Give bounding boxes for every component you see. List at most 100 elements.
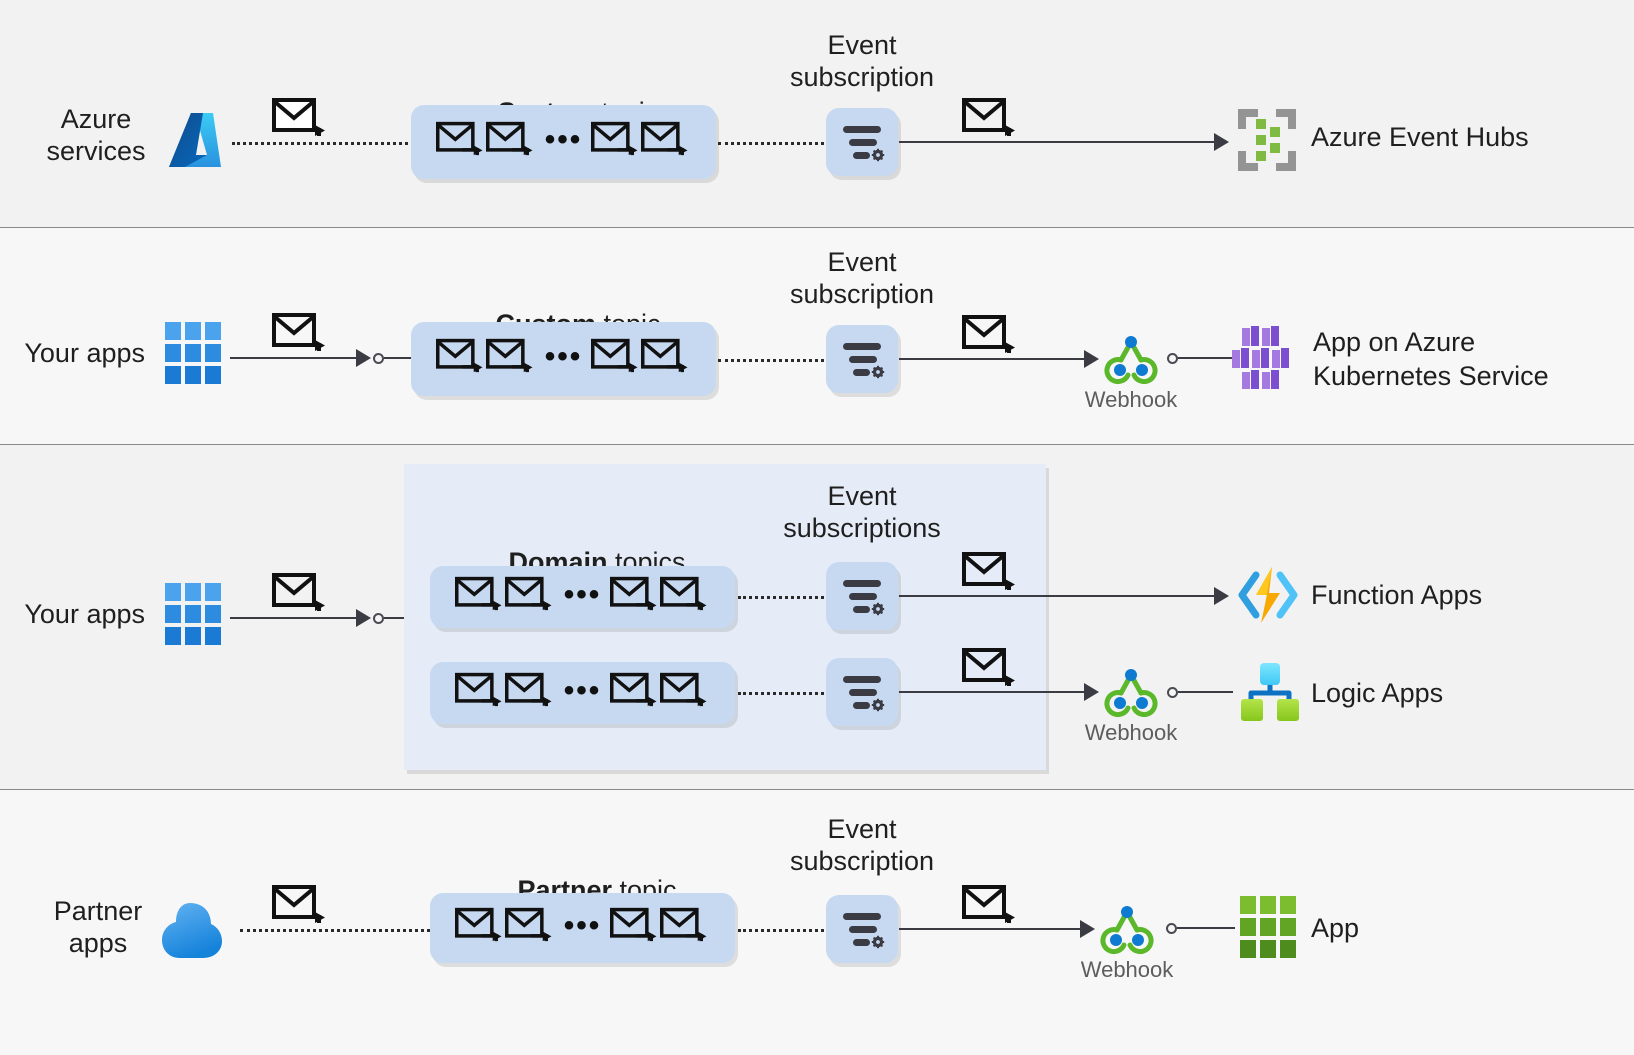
destination-label-event-hubs: Azure Event Hubs: [1311, 122, 1529, 152]
connector-azure-to-system-topic: [232, 142, 414, 145]
event-subscription-tile[interactable]: [826, 658, 898, 726]
connector-subscription-to-webhook-1: [899, 358, 1089, 360]
ellipsis: •••: [544, 340, 583, 373]
connector-webhook-to-aks: [1178, 357, 1233, 359]
envelope-arrow-icon: [485, 119, 536, 165]
connector-webhook-to-logic-apps: [1178, 691, 1233, 693]
envelope-arrow-icon: [962, 552, 1019, 594]
divider-2: [0, 444, 1634, 445]
azure-logo-icon: [163, 105, 225, 171]
band-partner: [0, 790, 1634, 1055]
envelope-arrow-icon: [454, 574, 505, 620]
ellipsis: •••: [544, 123, 583, 156]
endpoint-circle: [373, 613, 384, 624]
endpoint-circle: [1167, 687, 1178, 698]
connector-domain-topic-1-to-subscription: [738, 596, 824, 599]
endpoint-circle: [1166, 923, 1177, 934]
divider-1: [0, 227, 1634, 228]
domain-topic-pill-1[interactable]: •••: [430, 566, 735, 628]
arrow-head: [1214, 587, 1229, 605]
function-apps-icon: [1234, 565, 1300, 625]
app-grid-green-icon: [1240, 896, 1298, 960]
envelope-arrow-icon: [272, 98, 329, 140]
envelope-arrow-icon: [485, 336, 536, 382]
envelope-arrow-icon: [962, 885, 1019, 927]
envelope-arrow-icon: [641, 119, 691, 165]
system-topic-pill[interactable]: •••: [411, 105, 716, 179]
source-label-azure-services: Azure services: [46, 104, 146, 166]
endpoint-circle: [373, 353, 384, 364]
envelope-arrow-icon: [610, 905, 660, 951]
your-apps-grid-icon: [165, 322, 223, 386]
envelope-arrow-icon: [435, 119, 486, 165]
envelope-arrow-icon: [660, 670, 710, 716]
connector-subscription-to-function-apps: [899, 595, 1219, 597]
connector-system-topic-to-subscription: [718, 142, 824, 145]
connector-your-apps-to-domain: [230, 617, 360, 619]
envelope-arrow-icon: [660, 905, 710, 951]
custom-topic-pill[interactable]: •••: [411, 322, 716, 396]
connector-endpoint-to-custom-topic: [384, 357, 412, 359]
envelope-arrow-icon: [962, 315, 1019, 357]
envelope-arrow-icon: [272, 573, 329, 615]
cloud-icon: [160, 897, 234, 961]
filter-gear-icon: [843, 580, 885, 616]
envelope-arrow-icon: [610, 574, 660, 620]
event-subscription-tile[interactable]: [826, 562, 898, 630]
your-apps-grid-icon: [165, 583, 223, 647]
envelope-arrow-icon: [641, 336, 691, 382]
ellipsis: •••: [563, 909, 602, 942]
envelope-arrow-icon: [591, 119, 641, 165]
domain-topic-pill-2[interactable]: •••: [430, 662, 735, 724]
azure-event-hubs-icon: [1236, 107, 1298, 173]
envelope-arrow-icon: [504, 905, 555, 951]
envelope-arrow-icon: [591, 336, 641, 382]
connector-domain-topic-2-to-subscription: [738, 692, 824, 695]
connector-webhook-to-app: [1177, 927, 1235, 929]
source-label-partner-apps: Partner apps: [53, 896, 143, 958]
arrow-head: [356, 349, 371, 367]
webhook-label-1: Webhook: [1084, 387, 1178, 412]
endpoint-circle: [1167, 353, 1178, 364]
source-label-your-apps-2: Your apps: [24, 599, 145, 629]
arrow-head: [1080, 920, 1095, 938]
event-subscription-tile[interactable]: [826, 895, 898, 963]
envelope-arrow-icon: [962, 98, 1019, 140]
connector-partner-topic-to-subscription: [738, 929, 824, 932]
destination-label-function-apps: Function Apps: [1311, 580, 1483, 610]
envelope-arrow-icon: [504, 574, 555, 620]
envelope-arrow-icon: [272, 885, 329, 927]
webhook-icon: [1099, 900, 1155, 956]
envelope-arrow-icon: [454, 905, 505, 951]
envelope-arrow-icon: [454, 670, 505, 716]
connector-your-apps-to-custom-topic: [230, 357, 360, 359]
connector-partner-apps-to-topic: [240, 929, 430, 932]
filter-gear-icon: [843, 126, 885, 162]
filter-gear-icon: [843, 676, 885, 712]
destination-label-aks-line2: Kubernetes Service: [1313, 361, 1549, 391]
source-label-your-apps-1: Your apps: [24, 338, 145, 368]
subscription-label-1: Event subscription: [789, 30, 935, 92]
logic-apps-icon: [1239, 663, 1301, 723]
partner-topic-pill[interactable]: •••: [430, 893, 735, 963]
divider-3: [0, 789, 1634, 790]
arrow-head: [1084, 350, 1099, 368]
destination-label-aks-line1: App on Azure: [1313, 327, 1476, 357]
filter-gear-icon: [843, 343, 885, 379]
aks-icon: [1232, 326, 1302, 390]
connector-custom-topic-to-subscription: [718, 359, 824, 362]
ellipsis: •••: [563, 578, 602, 611]
envelope-arrow-icon: [660, 574, 710, 620]
arrow-head: [356, 609, 371, 627]
envelope-arrow-icon: [435, 336, 486, 382]
envelope-arrow-icon: [962, 648, 1019, 690]
event-subscription-tile[interactable]: [826, 325, 898, 393]
webhook-icon: [1103, 330, 1159, 386]
connector-subscription-to-event-hubs: [899, 141, 1219, 143]
destination-label-app: App: [1311, 913, 1360, 943]
ellipsis: •••: [563, 674, 602, 707]
event-subscription-tile[interactable]: [826, 108, 898, 176]
envelope-arrow-icon: [504, 670, 555, 716]
webhook-icon: [1103, 663, 1159, 719]
